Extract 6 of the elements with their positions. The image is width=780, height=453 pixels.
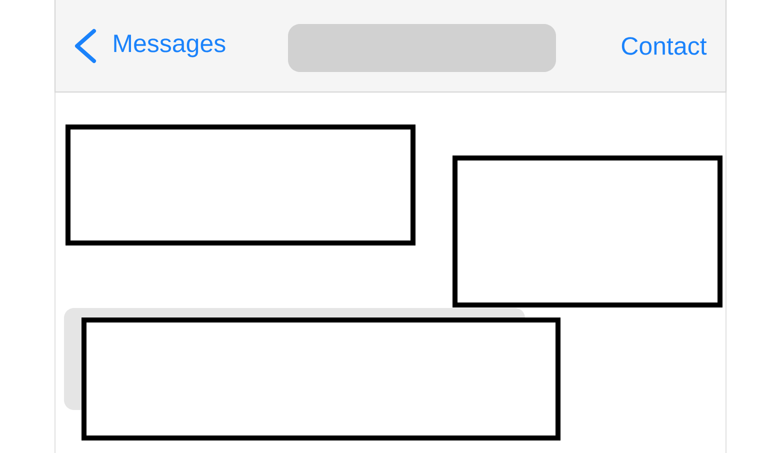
redaction-box (452, 156, 722, 308)
blurred-text (288, 24, 556, 72)
nav-link: Messages (114, 34, 226, 58)
nav-link: Contact (622, 37, 707, 55)
redaction-box (82, 318, 560, 440)
redaction-box (66, 124, 416, 246)
